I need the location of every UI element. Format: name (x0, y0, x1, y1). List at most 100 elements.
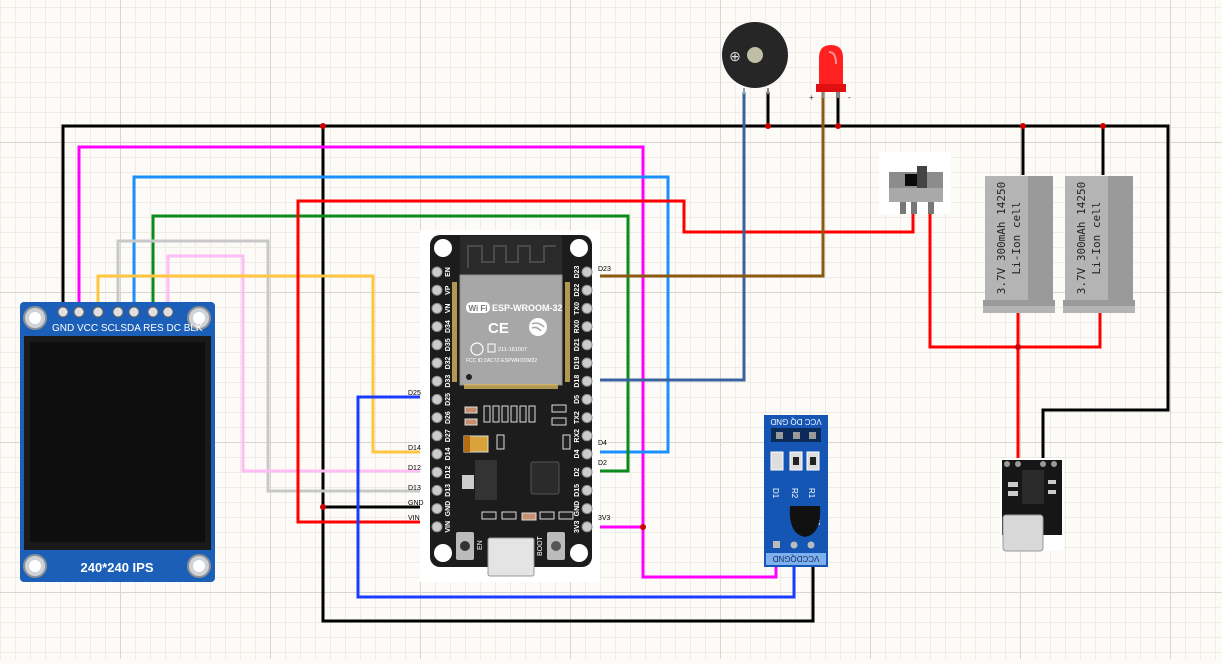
tft-pin-sda[interactable] (112, 306, 124, 318)
esp-pin-label: D13 (445, 484, 452, 497)
micro-usb-port[interactable] (487, 537, 535, 577)
esp-pin-label: GND (574, 501, 581, 517)
wire-res[interactable] (132, 175, 670, 454)
esp-pin-d23[interactable] (581, 266, 593, 278)
esp-pin-tx0[interactable] (581, 302, 593, 314)
esp-pin-label: D33 (445, 375, 452, 388)
esp-pin-label: D25 (445, 393, 452, 406)
wire-sda[interactable] (116, 239, 436, 493)
en-button[interactable] (456, 532, 474, 560)
buzzer-polarity-icon: ⊕ (729, 48, 741, 64)
led-minus-label: - (848, 93, 851, 102)
usb-c-port[interactable] (1002, 514, 1044, 552)
esp-pin-d32[interactable] (431, 357, 443, 369)
wire-dc[interactable] (151, 214, 630, 473)
tft-pin-vcc[interactable] (73, 306, 85, 318)
tft-display[interactable]: GND VCC SCLSDA RES DC BLK 240*240 IPS (20, 302, 215, 582)
esp-pin-d34[interactable] (431, 321, 443, 333)
esp-pin-d35[interactable] (431, 339, 443, 351)
wifi-logo-icon: Wi Fi (466, 302, 490, 313)
ds18b20-bottom-pin-labels: VCCDQGND (772, 554, 819, 563)
wire-gnd-top[interactable] (61, 124, 1170, 462)
esp-pin-d2[interactable] (581, 466, 593, 478)
esp-pin-vn[interactable] (431, 302, 443, 314)
part-r1: R1 (807, 488, 816, 499)
junction-dot (640, 524, 646, 530)
junction-dot (1015, 344, 1021, 350)
tft-pin-dc[interactable] (147, 306, 159, 318)
wire-dq[interactable] (356, 395, 796, 599)
esp-pin-gnd[interactable] (581, 503, 593, 515)
esp-pin-label: D21 (574, 338, 581, 351)
esp-pin-d15[interactable] (581, 484, 593, 496)
boot-button[interactable] (547, 532, 565, 560)
ds18b20-pin-labels: VCC DQ GND (770, 417, 821, 426)
esp-pin-rx0[interactable] (581, 321, 593, 333)
esp-pin-d18[interactable] (581, 375, 593, 387)
esp-pin-label: D14 (445, 447, 452, 460)
cert-logo-icon (470, 342, 484, 356)
esp-pin-en[interactable] (431, 266, 443, 278)
esp-pin-gnd[interactable] (431, 503, 443, 515)
junction-dot (1020, 123, 1026, 129)
battery-type: Li-Ion cell (1090, 202, 1103, 275)
esp-pin-label: EN (445, 267, 452, 277)
esp-pin-d4[interactable] (581, 448, 593, 460)
esp32-devkit[interactable]: Wi Fi ESP-WROOM-32 CE 211-161007 FCC ID:… (408, 230, 611, 582)
to92-sensor-icon (789, 506, 821, 537)
slide-switch[interactable] (879, 152, 951, 214)
wire-buzzer[interactable] (588, 92, 746, 382)
label-d13: D13 (408, 485, 421, 492)
esp-pin-label: TX2 (574, 411, 581, 424)
tft-pin-gnd[interactable] (57, 306, 69, 318)
label-vin: VIN (408, 515, 420, 522)
battery-spec: 3.7V 300mAh 14250 (1075, 182, 1088, 295)
ds18b20-module[interactable]: VCC DQ GND D1 R2 R1 U1 VCCDQGND (764, 415, 828, 567)
tft-pin-scl[interactable] (92, 306, 104, 318)
esp-pin-d19[interactable] (581, 357, 593, 369)
esp-pin-d27[interactable] (431, 430, 443, 442)
display-label: 240*240 IPS (80, 560, 153, 575)
label-gnd: GND (408, 500, 424, 507)
tft-pin-blk[interactable] (162, 306, 174, 318)
cert-code: 211-161007 (498, 347, 527, 353)
esp-pin-d22[interactable] (581, 284, 593, 296)
junction-dot (320, 504, 326, 510)
tp4056-charger[interactable] (1000, 458, 1064, 552)
red-led[interactable]: + - (809, 45, 851, 102)
esp-pin-label: VP (445, 285, 452, 295)
esp-pin-label: D26 (445, 411, 452, 424)
wire-led[interactable] (588, 92, 825, 278)
esp-pin-d13[interactable] (431, 484, 443, 496)
esp-pin-rx2[interactable] (581, 430, 593, 442)
wire-scl[interactable] (96, 274, 436, 454)
esp-pin-label: D15 (574, 484, 581, 497)
espressif-logo-icon (529, 318, 547, 336)
esp-pin-d26[interactable] (431, 412, 443, 424)
esp-pin-vp[interactable] (431, 284, 443, 296)
svg-text:Wi Fi: Wi Fi (468, 304, 487, 313)
tft-pin-res[interactable] (128, 306, 140, 318)
junction-dot (1100, 123, 1106, 129)
wire-vin[interactable] (296, 199, 915, 524)
esp-pin-3v3[interactable] (581, 521, 593, 533)
esp-pin-d33[interactable] (431, 375, 443, 387)
wire-gnd-bus[interactable] (321, 126, 815, 623)
esp-pin-d5[interactable] (581, 393, 593, 405)
wire-blk[interactable] (166, 254, 436, 473)
esp-pin-label: D35 (445, 338, 452, 351)
esp-pin-vin[interactable] (431, 521, 443, 533)
tft-pin-labels: GND VCC SCLSDA RES DC BLK (52, 323, 203, 334)
esp-pin-d25[interactable] (431, 393, 443, 405)
esp-pin-d12[interactable] (431, 466, 443, 478)
wire-vcc[interactable] (77, 145, 778, 579)
esp-pin-d14[interactable] (431, 448, 443, 460)
esp-pin-tx2[interactable] (581, 412, 593, 424)
label-3v3: 3V3 (598, 515, 611, 522)
battery-type: Li-Ion cell (1010, 202, 1023, 275)
buzzer[interactable]: ⊕ (722, 22, 788, 94)
esp-pin-d21[interactable] (581, 339, 593, 351)
